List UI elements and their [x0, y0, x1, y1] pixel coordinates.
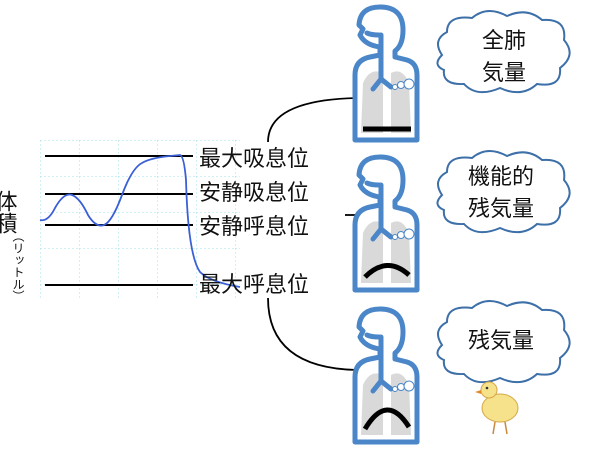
torso-max-expiration: [355, 309, 417, 442]
volume-curve: [39, 154, 241, 288]
cloud-text-line2: 残気量: [468, 197, 534, 222]
y-axis-unit: （リットル）: [11, 230, 25, 302]
duck-illustration: [475, 381, 519, 435]
cloud-total-lung-capacity: 全肺 気量: [436, 9, 571, 94]
connector-top: [267, 97, 358, 143]
y-axis-label: 体積: [0, 190, 18, 234]
level-label-max-expiration: 最大呼息位: [199, 273, 309, 298]
graph-grid: [40, 140, 240, 300]
level-label-max-inspiration: 最大吸息位: [199, 147, 309, 172]
cloud-text-line2: 気量: [482, 61, 526, 86]
connector-bottom: [267, 297, 358, 371]
volume-graph: 体積 （リットル）: [0, 140, 241, 302]
level-label-rest-inspiration: 安静吸息位: [199, 181, 309, 206]
cloud-residual-volume: 残気量: [436, 299, 571, 384]
torso-max-inspiration: [355, 7, 417, 140]
torso-rest-expiration: [355, 157, 417, 290]
cloud-text-line1: 全肺: [482, 29, 526, 54]
cloud-text-line1: 機能的: [468, 165, 534, 190]
cloud-functional-residual-capacity: 機能的 残気量: [436, 149, 571, 234]
level-label-rest-expiration: 安静呼息位: [199, 215, 309, 240]
cloud-text-line1: 残気量: [468, 329, 534, 354]
